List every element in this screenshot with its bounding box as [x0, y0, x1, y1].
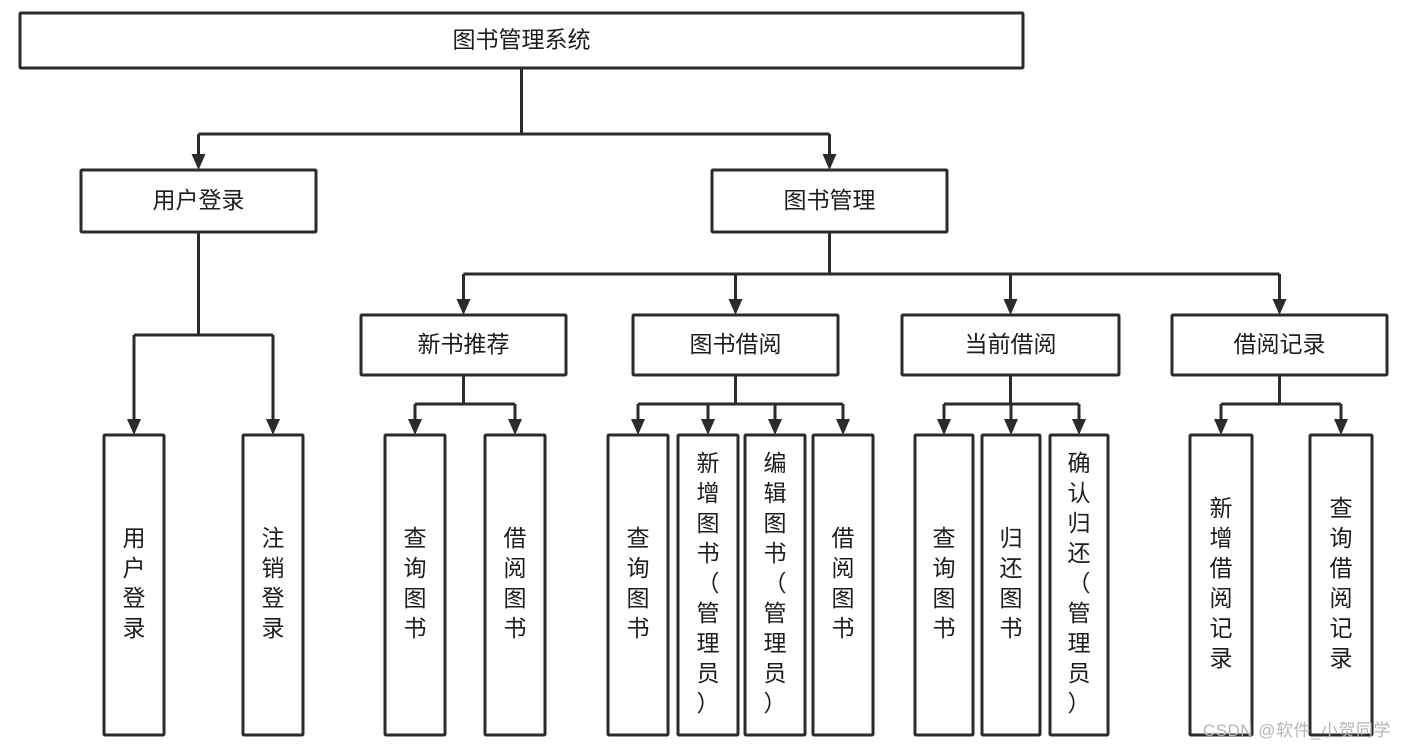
- node-label-leaf-borrow-book-2: 借阅图书: [832, 525, 855, 641]
- node-label-leaf-query-book-2: 查询图书: [627, 525, 650, 641]
- node-label-leaf-user-login: 用户登录: [123, 525, 146, 641]
- arrow-head-icon: [266, 419, 280, 435]
- node-leaf-user-login[interactable]: 用户登录: [102, 433, 166, 737]
- node-box-borrow-record: [1170, 313, 1389, 377]
- connector-book-manage: [456, 232, 1287, 315]
- arrow-head-icon: [836, 419, 850, 435]
- node-layer: 图书管理系统用户登录图书管理新书推荐图书借阅当前借阅借阅记录用户登录注销登录查询…: [18, 11, 1389, 737]
- connector-borrow-record: [1214, 375, 1348, 435]
- node-box-root: [18, 11, 1025, 70]
- node-box-leaf-query-book-2: [606, 433, 670, 737]
- arrow-head-icon: [1334, 419, 1348, 435]
- arrow-head-icon: [1272, 299, 1287, 315]
- node-book-manage[interactable]: 图书管理: [710, 168, 949, 234]
- node-leaf-borrow-book-2[interactable]: 借阅图书: [811, 433, 875, 737]
- node-box-current-borrow: [900, 313, 1121, 377]
- node-root[interactable]: 图书管理系统: [18, 11, 1025, 70]
- node-book-borrow[interactable]: 图书借阅: [631, 313, 840, 377]
- node-label-user-login: 用户登录: [153, 187, 245, 213]
- node-label-leaf-query-book-3: 查询图书: [933, 525, 956, 641]
- node-box-leaf-confirm-return: [1048, 433, 1110, 737]
- connector-book-borrow: [631, 375, 850, 435]
- node-box-leaf-return-book: [980, 433, 1042, 737]
- node-box-leaf-add-record: [1188, 433, 1254, 737]
- node-leaf-query-book-3[interactable]: 查询图书: [913, 433, 975, 737]
- arrow-head-icon: [456, 299, 471, 315]
- node-leaf-query-book-1[interactable]: 查询图书: [383, 433, 447, 737]
- node-leaf-return-book[interactable]: 归还图书: [980, 433, 1042, 737]
- arrow-head-icon: [1072, 419, 1086, 435]
- node-label-borrow-record: 借阅记录: [1234, 331, 1326, 357]
- node-label-new-book-rec: 新书推荐: [418, 331, 510, 357]
- node-box-book-borrow: [631, 313, 840, 377]
- node-box-leaf-query-book-3: [913, 433, 975, 737]
- node-leaf-borrow-book-1[interactable]: 借阅图书: [483, 433, 547, 737]
- node-label-leaf-add-book: 新增图书（管理员）: [697, 450, 720, 716]
- arrow-head-icon: [768, 419, 782, 435]
- node-leaf-user-logout[interactable]: 注销登录: [241, 433, 305, 737]
- connector-current-borrow: [937, 375, 1086, 435]
- node-leaf-query-book-2[interactable]: 查询图书: [606, 433, 670, 737]
- node-new-book-rec[interactable]: 新书推荐: [359, 313, 568, 377]
- node-leaf-confirm-return[interactable]: 确认归还（管理员）: [1048, 433, 1110, 737]
- arrow-head-icon: [1003, 299, 1018, 315]
- node-box-leaf-user-login: [102, 433, 166, 737]
- node-box-leaf-edit-book: [743, 433, 807, 737]
- node-box-leaf-add-book: [676, 433, 740, 737]
- node-label-leaf-return-book: 归还图书: [1000, 525, 1023, 641]
- node-label-leaf-query-book-1: 查询图书: [404, 525, 427, 641]
- node-label-book-manage: 图书管理: [784, 187, 876, 213]
- node-box-leaf-query-record: [1308, 433, 1374, 737]
- node-label-leaf-confirm-return: 确认归还（管理员）: [1068, 450, 1091, 716]
- node-borrow-record[interactable]: 借阅记录: [1170, 313, 1389, 377]
- node-label-leaf-user-logout: 注销登录: [262, 525, 285, 641]
- node-label-book-borrow: 图书借阅: [690, 331, 782, 357]
- arrow-head-icon: [631, 419, 645, 435]
- connector-layer: [127, 68, 1348, 435]
- connector-user-login: [127, 232, 280, 435]
- node-label-leaf-borrow-book-1: 借阅图书: [504, 525, 527, 641]
- node-user-login[interactable]: 用户登录: [79, 168, 318, 234]
- node-box-leaf-query-book-1: [383, 433, 447, 737]
- node-label-root: 图书管理系统: [453, 27, 591, 53]
- node-current-borrow[interactable]: 当前借阅: [900, 313, 1121, 377]
- connector-root: [191, 68, 837, 170]
- arrow-head-icon: [1214, 419, 1228, 435]
- arrow-head-icon: [508, 419, 522, 435]
- arrow-head-icon: [822, 154, 837, 170]
- node-label-leaf-add-record: 新增借阅记录: [1210, 495, 1233, 671]
- node-box-leaf-borrow-book-1: [483, 433, 547, 737]
- node-box-book-manage: [710, 168, 949, 234]
- node-box-leaf-user-logout: [241, 433, 305, 737]
- node-label-leaf-edit-book: 编辑图书（管理员）: [764, 450, 787, 716]
- arrow-head-icon: [191, 154, 206, 170]
- node-box-leaf-borrow-book-2: [811, 433, 875, 737]
- arrow-head-icon: [937, 419, 951, 435]
- node-leaf-query-record[interactable]: 查询借阅记录: [1308, 433, 1374, 737]
- arrow-head-icon: [127, 419, 141, 435]
- node-box-user-login: [79, 168, 318, 234]
- arrow-head-icon: [1004, 419, 1018, 435]
- node-label-current-borrow: 当前借阅: [965, 331, 1057, 357]
- node-label-leaf-query-record: 查询借阅记录: [1330, 495, 1353, 671]
- connector-new-book-rec: [408, 375, 522, 435]
- node-leaf-add-book[interactable]: 新增图书（管理员）: [676, 433, 740, 737]
- node-leaf-edit-book[interactable]: 编辑图书（管理员）: [743, 433, 807, 737]
- arrow-head-icon: [701, 419, 715, 435]
- node-leaf-add-record[interactable]: 新增借阅记录: [1188, 433, 1254, 737]
- arrow-head-icon: [728, 299, 743, 315]
- node-box-new-book-rec: [359, 313, 568, 377]
- arrow-head-icon: [408, 419, 422, 435]
